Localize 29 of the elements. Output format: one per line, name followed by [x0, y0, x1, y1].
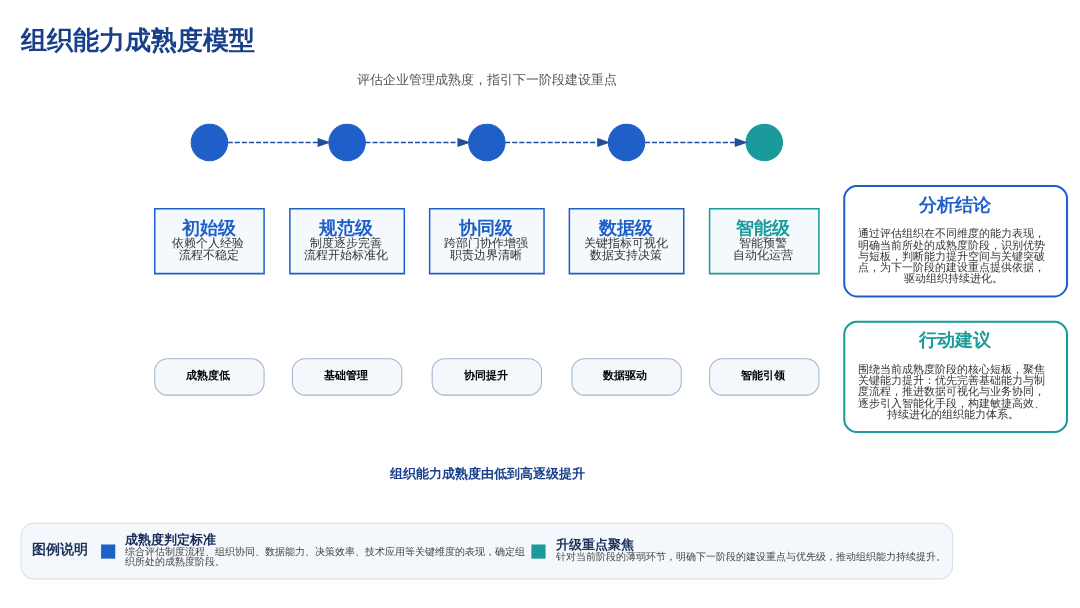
node-box: 协同级 跨部门协作增强 职责边界清晰 [428, 208, 545, 275]
label: 评估企业管理成熟度，指引下一阶段建设重点 [356, 72, 617, 88]
label: 图例说明 [32, 541, 89, 558]
node-box: 数据驱动 [571, 358, 682, 396]
diagram-title: 组织能力成熟度模型 [21, 25, 256, 56]
label: 组织能力成熟度由低到高逐级提升 [389, 466, 585, 482]
node-box: 初始级 依赖个人经验 流程不稳定 [154, 208, 265, 275]
node-box: 规范级 制度逐步完善 流程开始标准化 [289, 208, 406, 275]
node-box: 协同提升 [431, 358, 543, 396]
node-circle [607, 123, 646, 162]
arrow [364, 137, 471, 148]
legend-label: 升级重点聚焦 [555, 537, 634, 553]
node-box: 行动建议 围绕当前成熟度阶段的核心短板，聚焦关键能力提升：优先完善基础能力与制度流程，推进数据可视化与业务协同，逐步引入智能化手段，构建敏捷高效、持续进化的组织能力体系。 [843, 320, 1069, 434]
arrow [504, 137, 611, 148]
node-box: 数据级 关键指标可视化 数据支持决策 [568, 208, 685, 275]
node-circle [468, 123, 506, 162]
node-circle [745, 123, 783, 162]
arrow [226, 137, 331, 148]
label: 综合评估制度流程、组织协同、数据能力、决策效率、技术应用等关键维度的表现，确定组织所处的成熟度阶段。 [125, 546, 526, 568]
label: 针对当前阶段的薄弱环节，明确下一阶段的建设重点与优先级，推动组织能力持续提升。 [555, 551, 946, 563]
node-box: 智能级 智能预警 自动化运营 [708, 208, 820, 275]
arrow [644, 137, 748, 148]
node-box: 智能引领 [709, 358, 820, 396]
node-circle [190, 123, 229, 162]
node-box: 基础管理 [291, 358, 403, 396]
node-circle [328, 123, 366, 162]
legend-label: 成熟度判定标准 [125, 532, 217, 548]
node-box: 分析结论 通过评估组织在不同维度的能力表现，明确当前所处的成熟度阶段，识别优势与短板，判断能力提升空间与关键突破点，为下一阶段的建设重点提供依据，驱动组织持续进化。 [843, 185, 1069, 298]
node-box: 成熟度低 [154, 358, 265, 396]
